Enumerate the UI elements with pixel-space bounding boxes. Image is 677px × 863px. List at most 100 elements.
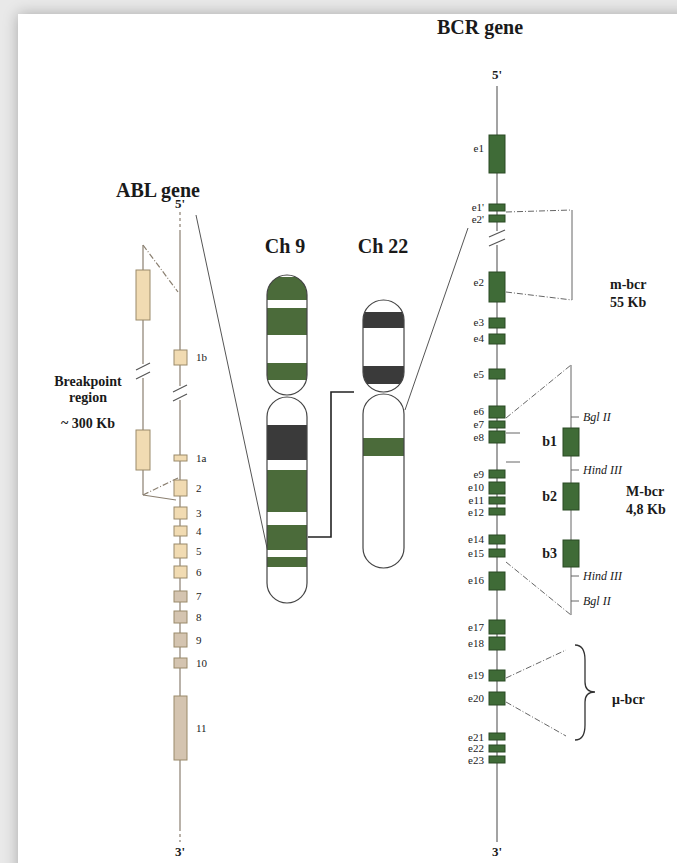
break-mark [136, 372, 150, 379]
abl-exon [174, 591, 187, 602]
bcr-exon [489, 135, 505, 173]
label-text: b2 [542, 490, 557, 504]
exon-label: e17 [468, 622, 484, 633]
inset-exon [136, 430, 150, 470]
exon-label: e19 [468, 670, 484, 681]
exon-label: e22 [468, 743, 484, 754]
bcr-exon [489, 421, 505, 428]
inset-leader [143, 478, 178, 495]
label-text: 3' [175, 845, 185, 858]
abl-exon [174, 544, 187, 558]
label-text: Hind III [583, 570, 622, 582]
exon-label: 2 [196, 483, 202, 494]
exon-label: e9 [474, 469, 484, 480]
chromosome-band [267, 425, 307, 460]
b-exon [563, 540, 579, 567]
abl-exon [174, 507, 187, 519]
chromosome-bands [363, 300, 404, 568]
bcr-gene-line [496, 86, 497, 842]
break-gap [174, 386, 187, 400]
brace [575, 645, 595, 740]
chromosome-label: Ch 22 [354, 236, 412, 256]
abl-exon [174, 566, 187, 578]
bcr-exon [489, 272, 505, 302]
chromosome-band [363, 366, 404, 384]
chromosome-band [363, 312, 404, 328]
translocation-connector [308, 392, 354, 537]
exon-label: e8 [474, 432, 484, 443]
bcr-exon [489, 756, 505, 763]
connector-line [308, 392, 354, 537]
chromosome-band [267, 308, 307, 335]
bcr-exon [489, 497, 505, 504]
exon-label: 4 [196, 526, 202, 537]
exon-label: e1' [472, 202, 484, 213]
label-text: μ-bcr [612, 693, 645, 707]
abl-exon [174, 350, 187, 365]
label-text: 55 Kb [610, 296, 646, 310]
mu-bcr-leader [506, 702, 566, 736]
chromosome-arm [363, 300, 404, 392]
exon-tick [506, 433, 520, 434]
exon-label: e1 [474, 143, 484, 154]
label-text: BCR gene [437, 17, 523, 37]
exon-label: e12 [468, 507, 484, 518]
inset-leader [143, 495, 176, 500]
break-mark [136, 363, 150, 370]
label-text: 4,8 Kb [626, 503, 666, 517]
abl-exon [174, 526, 187, 536]
exon-label: e20 [468, 693, 484, 704]
break-mark [173, 385, 187, 392]
exon-label: e11 [469, 495, 484, 506]
exon-label: 11 [196, 723, 207, 734]
m-bcr-leader [506, 210, 572, 212]
zoom-line [196, 215, 270, 562]
exon-label: e3 [474, 317, 484, 328]
label-text: 5' [492, 68, 502, 81]
m-bcr-bar [572, 210, 573, 300]
label-text: Bgl II [583, 411, 611, 423]
exon-label: e15 [468, 548, 484, 559]
chromosome-band [267, 363, 307, 380]
exon-label: e16 [468, 575, 484, 586]
label-text: 3' [492, 845, 502, 858]
exon-label: e2 [474, 277, 484, 288]
abl-exon [174, 633, 187, 647]
bcr-exon [489, 549, 505, 557]
bcr-exon [489, 470, 505, 478]
site-tick [571, 601, 579, 602]
bcr-exon [489, 637, 505, 650]
bcr-exon [489, 334, 505, 344]
break-mark [489, 230, 505, 237]
label-text: 5' [175, 197, 185, 210]
site-tick [571, 417, 579, 418]
bcr-exon [489, 369, 505, 379]
bcr-exon [489, 482, 505, 494]
chromosome-arm [267, 397, 307, 603]
bcr-exon [489, 431, 505, 443]
b-exon [563, 483, 579, 510]
abl-exon [174, 696, 187, 760]
bcr-exon [489, 406, 505, 418]
exon-label: 1a [196, 453, 206, 464]
exon-label: e4 [474, 333, 484, 344]
exon-label: e2' [472, 214, 484, 225]
exon-label: 5 [196, 546, 202, 557]
break-mark [173, 394, 187, 401]
abl-dashed-end [179, 212, 180, 230]
bcr-exon [489, 745, 505, 752]
bcr-exon [489, 620, 505, 634]
label-text: M-bcr [626, 485, 664, 499]
chromosome-band [267, 470, 307, 512]
label-text: ~ 300 Kb [61, 417, 115, 431]
chromosome-arm [267, 275, 307, 395]
exon-label: 7 [196, 591, 202, 602]
chromosome-band [267, 557, 307, 567]
exon-label: 6 [196, 567, 202, 578]
break-gap [490, 231, 504, 245]
chromosome-band [363, 438, 404, 456]
exon-label: 1b [196, 352, 207, 363]
label-text: Bgl II [583, 595, 611, 607]
chromosome-band [267, 525, 307, 550]
